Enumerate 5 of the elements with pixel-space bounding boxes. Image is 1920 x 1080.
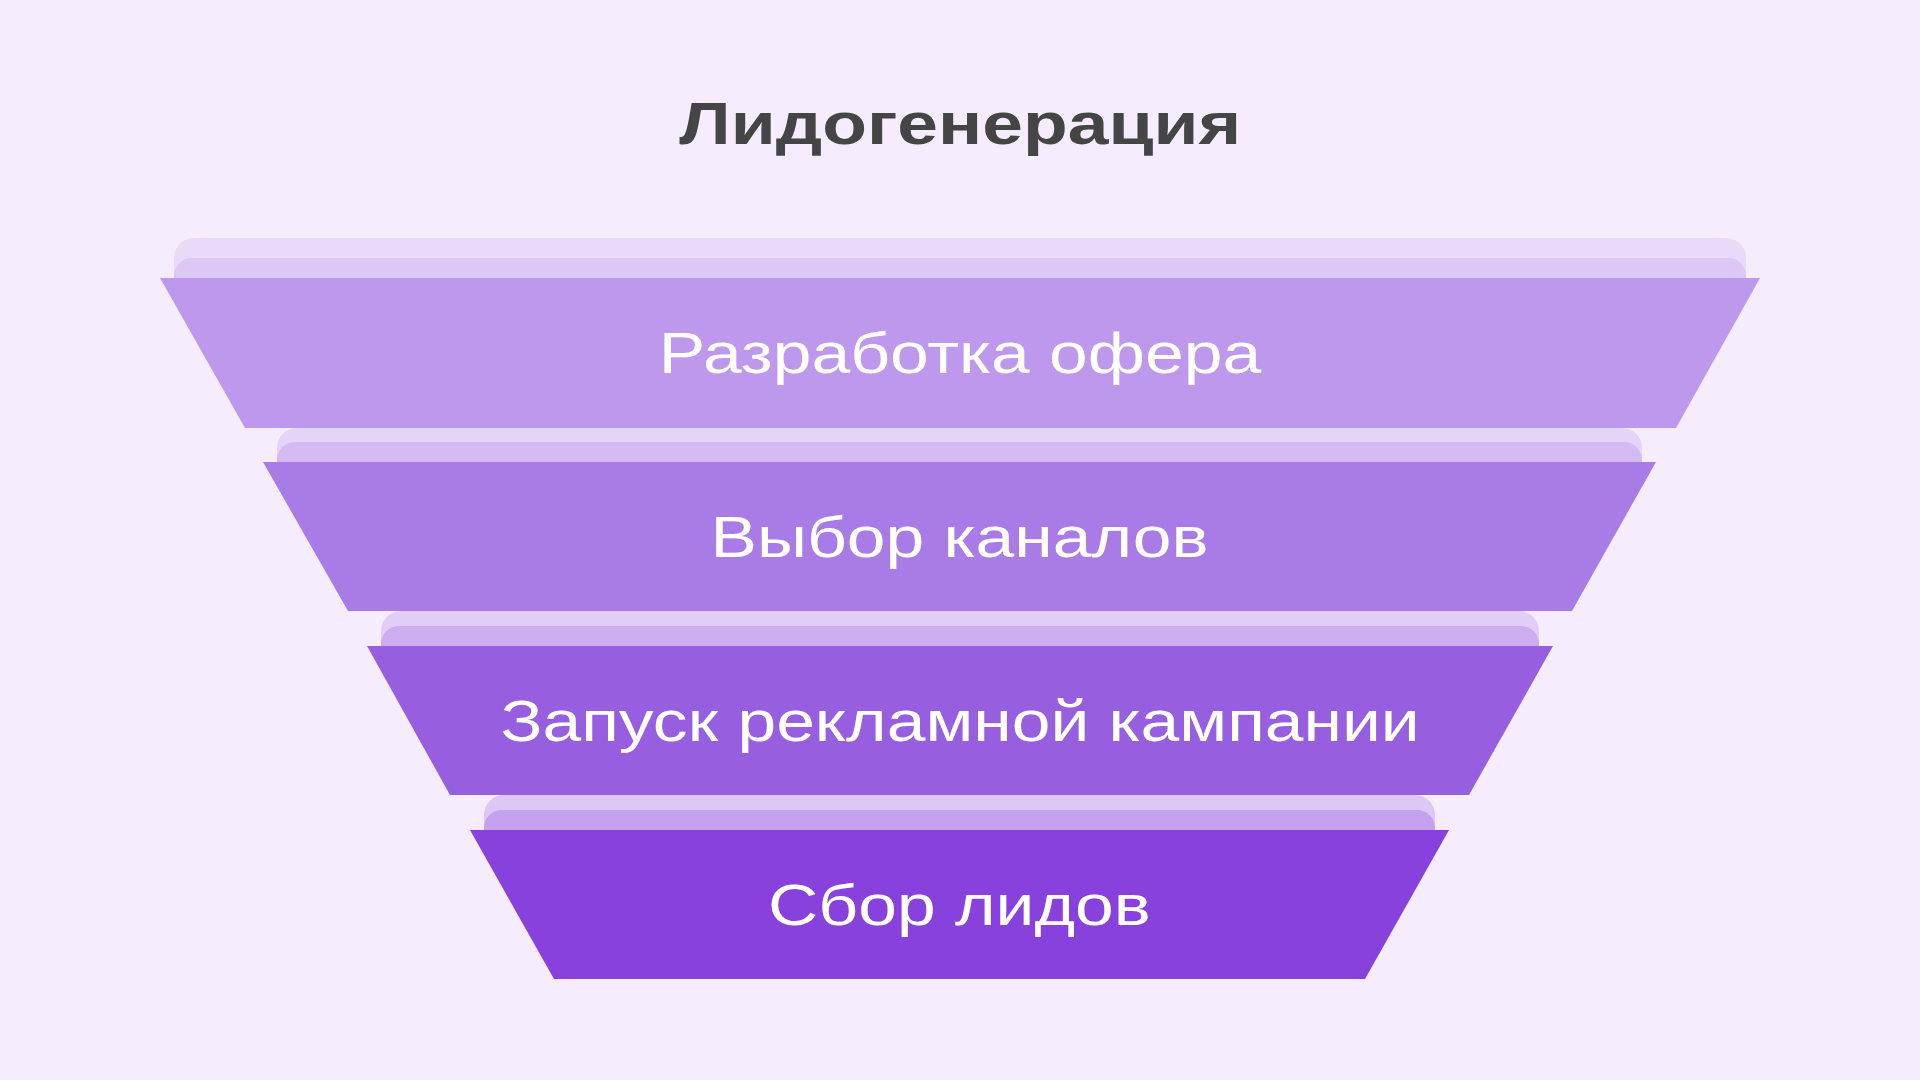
stage-label: Выбор каналов <box>710 504 1209 569</box>
diagram-title: Лидогенерация <box>679 89 1241 159</box>
stage-label: Запуск рекламной кампании <box>500 688 1420 753</box>
stage-label: Сбор лидов <box>768 872 1151 937</box>
stage-label: Разработка офера <box>658 321 1262 385</box>
